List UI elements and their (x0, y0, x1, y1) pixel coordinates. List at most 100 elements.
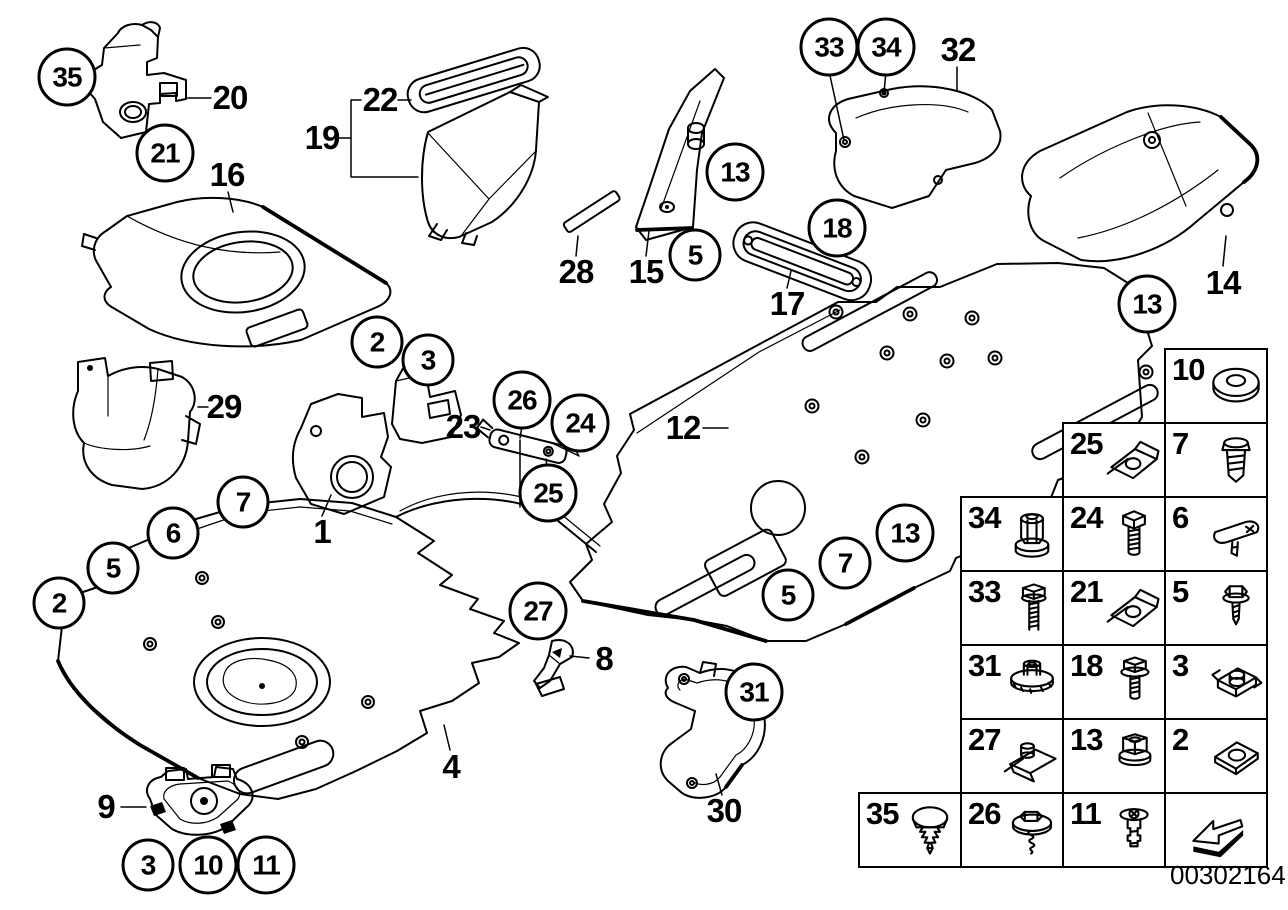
callout-circle-26[interactable]: 26 (492, 370, 552, 430)
callout-circle-25[interactable]: 25 (518, 463, 578, 523)
callout-circle-5[interactable]: 5 (86, 541, 140, 595)
fastener-cell-26[interactable]: 26 (960, 792, 1064, 868)
label-23[interactable]: 23 (445, 408, 482, 445)
direction-arrow-icon (1192, 818, 1244, 858)
label-16[interactable]: 16 (209, 156, 246, 193)
callout-circle-5[interactable]: 5 (761, 568, 815, 622)
callout-circle-2[interactable]: 2 (350, 315, 404, 369)
part-8-drawing (533, 639, 574, 697)
fastener-number: 18 (1070, 648, 1103, 683)
fastener-number: 2 (1172, 722, 1189, 757)
part-22-drawing (406, 46, 541, 114)
callout-circle-7[interactable]: 7 (216, 475, 270, 529)
fastener-cell-35[interactable]: 35 (858, 792, 962, 868)
callout-circle-21[interactable]: 21 (135, 123, 195, 183)
callout-circle-33[interactable]: 33 (799, 17, 859, 77)
callout-circle-6[interactable]: 6 (146, 506, 200, 560)
callout-circle-7[interactable]: 7 (818, 536, 872, 590)
part-23-drawing (475, 418, 568, 464)
label-22[interactable]: 22 (362, 81, 399, 118)
fastener-cell-arrow[interactable] (1164, 792, 1268, 868)
stepped-screw-icon (1119, 808, 1149, 848)
expansion-rivet-icon (1221, 437, 1251, 483)
callout-circle-2[interactable]: 2 (32, 576, 86, 630)
label-8[interactable]: 8 (595, 640, 613, 677)
cage-nut-icon (1211, 667, 1263, 698)
callout-circle-13[interactable]: 13 (875, 503, 935, 563)
fastener-number: 10 (1172, 352, 1205, 387)
part-20-drawing (80, 21, 187, 139)
fastener-number: 3 (1172, 648, 1189, 683)
callout-circle-11[interactable]: 11 (236, 835, 296, 895)
fastener-number: 33 (968, 574, 1001, 609)
fastener-cell-24[interactable]: 24 (1062, 496, 1166, 572)
label-15[interactable]: 15 (628, 253, 665, 290)
label-29[interactable]: 29 (206, 388, 243, 425)
label-17[interactable]: 17 (769, 285, 806, 322)
part-17-drawing (732, 221, 873, 302)
fastener-cell-13[interactable]: 13 (1062, 718, 1166, 794)
fastener-cell-33[interactable]: 33 (960, 570, 1064, 646)
fastener-cell-21[interactable]: 21 (1062, 570, 1166, 646)
image-id-label: 00302164 (1170, 860, 1286, 890)
label-1[interactable]: 1 (313, 513, 331, 550)
fastener-cell-7[interactable]: 7 (1164, 422, 1268, 498)
fastener-cell-10[interactable]: 10 (1164, 348, 1268, 424)
fastener-cell-2[interactable]: 2 (1164, 718, 1268, 794)
callout-circle-34[interactable]: 34 (856, 17, 916, 77)
label-20[interactable]: 20 (212, 79, 249, 116)
fastener-cell-18[interactable]: 18 (1062, 644, 1166, 720)
label-19[interactable]: 19 (304, 119, 341, 156)
fastener-number: 7 (1172, 426, 1189, 461)
label-4[interactable]: 4 (442, 748, 460, 785)
part-19-drawing (421, 84, 549, 246)
label-32[interactable]: 32 (940, 31, 977, 68)
part-29-drawing (72, 357, 201, 490)
part-15-drawing (635, 68, 725, 241)
callout-circle-13[interactable]: 13 (1117, 274, 1177, 334)
callout-circle-35[interactable]: 35 (37, 47, 97, 107)
flange-nut-washer-icon (1010, 659, 1054, 694)
flat-washer-icon (1212, 367, 1260, 403)
fastener-number: 27 (968, 722, 1001, 757)
fastener-cell-34[interactable]: 34 (960, 496, 1064, 572)
cage-clip-icon (1106, 588, 1160, 628)
fastener-number: 11 (1070, 796, 1102, 831)
callout-circle-3[interactable]: 3 (401, 333, 455, 387)
callout-circle-31[interactable]: 31 (724, 662, 784, 722)
fastener-cell-5[interactable]: 5 (1164, 570, 1268, 646)
callout-circle-3[interactable]: 3 (121, 838, 175, 892)
fastener-cell-6[interactable]: 6 (1164, 496, 1268, 572)
fastener-number: 6 (1172, 500, 1189, 535)
hex-bolt-long-icon (1020, 583, 1047, 631)
part-12-drawing (569, 262, 1159, 643)
stud-clip-icon (1003, 742, 1057, 783)
callout-circle-5[interactable]: 5 (668, 228, 722, 282)
label-9[interactable]: 9 (97, 788, 115, 825)
fastener-cell-3[interactable]: 3 (1164, 644, 1268, 720)
label-28[interactable]: 28 (558, 253, 595, 290)
label-14[interactable]: 14 (1205, 264, 1242, 301)
fastener-number: 26 (968, 796, 1001, 831)
hex-flange-bolt-icon (1120, 656, 1150, 700)
fastener-number: 25 (1070, 426, 1103, 461)
part-14-drawing (1021, 104, 1260, 263)
callout-circle-24[interactable]: 24 (550, 393, 610, 453)
washer-screw-icon (1011, 810, 1053, 855)
cap-nut-icon (1014, 513, 1050, 558)
hex-washer-screw-icon (1222, 585, 1250, 626)
label-12[interactable]: 12 (665, 409, 702, 446)
label-30[interactable]: 30 (706, 792, 743, 829)
hex-bolt-icon (1122, 510, 1146, 556)
callout-circle-13[interactable]: 13 (705, 142, 765, 202)
fastener-cell-25[interactable]: 25 (1062, 422, 1166, 498)
callout-circle-10[interactable]: 10 (178, 835, 238, 895)
fastener-cell-31[interactable]: 31 (960, 644, 1064, 720)
callout-circle-27[interactable]: 27 (508, 581, 568, 641)
fastener-cell-11[interactable]: 11 (1062, 792, 1166, 868)
callout-circle-18[interactable]: 18 (807, 198, 867, 258)
fastener-number: 34 (968, 500, 1001, 535)
part-9-drawing (146, 764, 254, 836)
fastener-cell-27[interactable]: 27 (960, 718, 1064, 794)
